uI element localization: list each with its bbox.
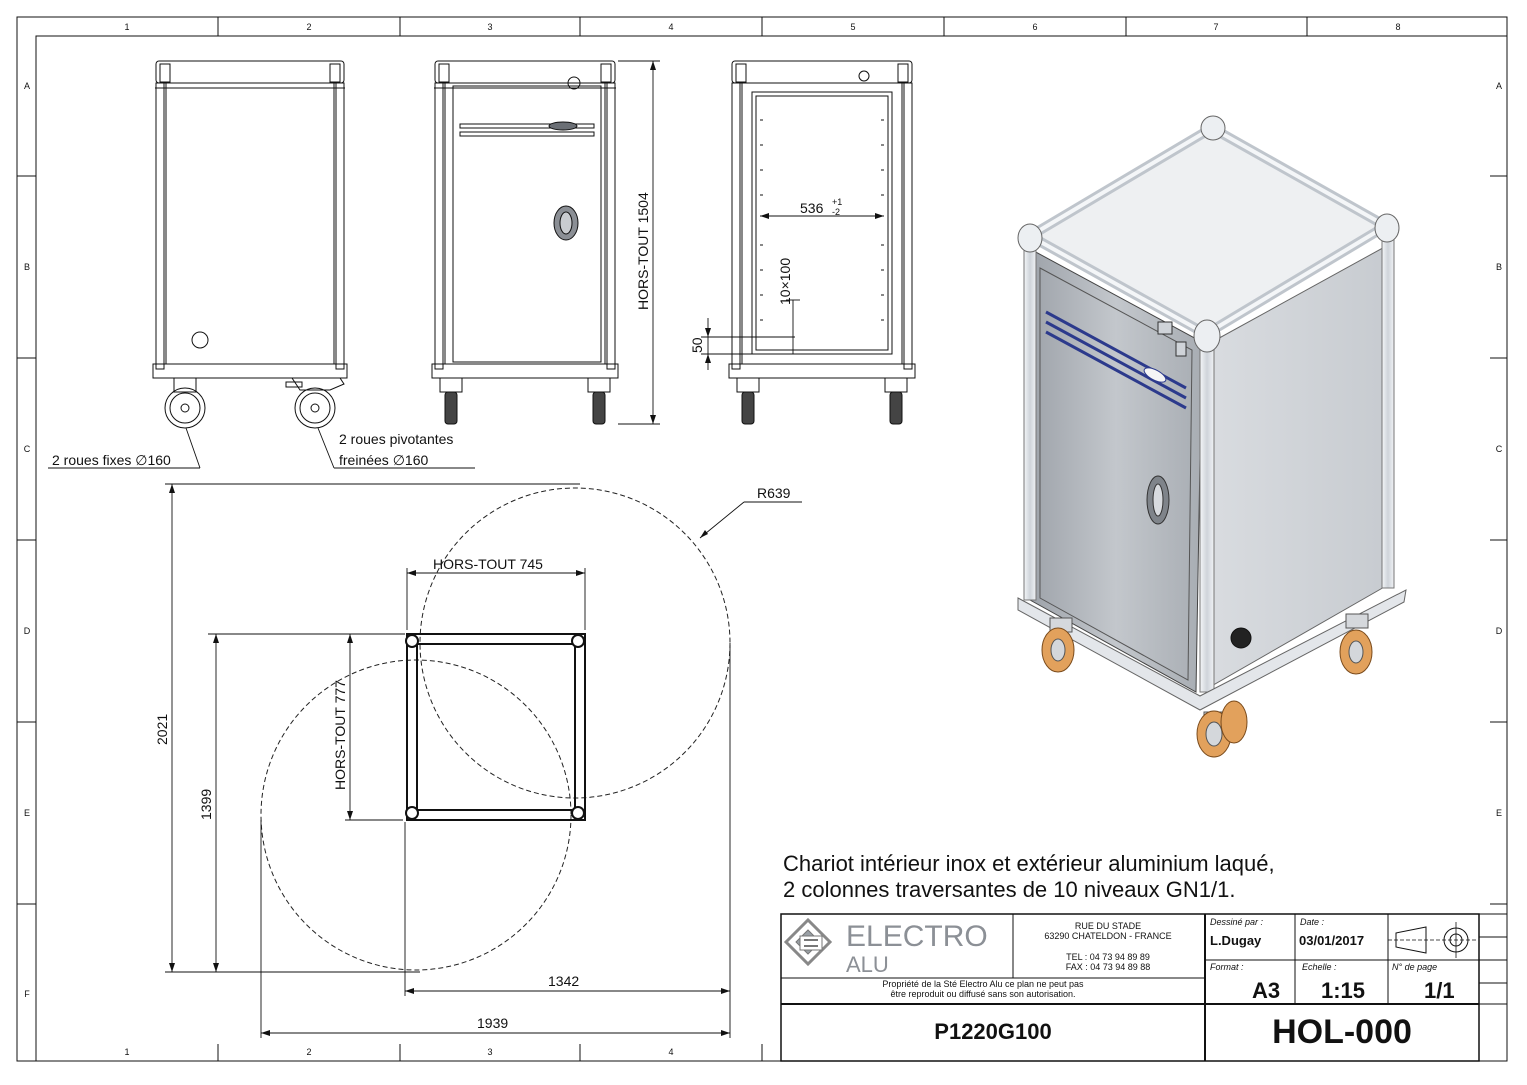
address-line-2: 63290 CHATELDON - FRANCE xyxy=(1044,931,1171,941)
title-block: ELECTRO ALU xyxy=(780,913,1507,1062)
logo-word-alu: ALU xyxy=(846,952,889,977)
fax: FAX : 04 73 94 89 88 xyxy=(1066,962,1151,972)
grid-col-7: 7 xyxy=(1213,22,1218,32)
projection-symbol-icon xyxy=(1388,922,1478,958)
page-value: 1/1 xyxy=(1424,978,1455,1003)
label-height-overall: HORS-TOUT 1504 xyxy=(635,192,651,310)
grid-row-d-right: D xyxy=(1496,626,1503,636)
label-depth-overall: HORS-TOUT 777 xyxy=(332,680,348,790)
grid-col-2: 2 xyxy=(306,22,311,32)
label-1399: 1399 xyxy=(198,789,214,820)
grid-col-1-bottom: 1 xyxy=(124,1047,129,1057)
grid-col-3: 3 xyxy=(487,22,492,32)
front-view xyxy=(431,60,619,425)
grid-row-a: A xyxy=(24,81,30,91)
plan-view xyxy=(165,483,802,1038)
drawing-number: HOL-000 xyxy=(1272,1013,1412,1051)
label-bottom-gap: 50 xyxy=(689,337,705,353)
drain-hole xyxy=(191,331,209,349)
grid-row-a-right: A xyxy=(1496,81,1502,91)
side-view xyxy=(48,60,475,469)
electro-alu-logo xyxy=(783,917,833,967)
grid-row-f: F xyxy=(24,989,30,999)
front-wheel-right xyxy=(592,391,606,425)
grid-row-d: D xyxy=(24,626,31,636)
grid-col-5: 5 xyxy=(850,22,855,32)
inner-border xyxy=(35,35,1508,1062)
label-levels: 10×100 xyxy=(777,258,793,305)
scale-label: Echelle : xyxy=(1302,962,1337,972)
grid-col-3-bottom: 3 xyxy=(487,1047,492,1057)
grid-col-4: 4 xyxy=(668,22,673,32)
grid-col-6: 6 xyxy=(1032,22,1037,32)
date-value: 03/01/2017 xyxy=(1299,933,1364,948)
drawn-by-label: Dessiné par : xyxy=(1210,917,1264,927)
grid-row-c-right: C xyxy=(1496,444,1503,454)
drawn-by-value: L.Dugay xyxy=(1210,933,1262,948)
isometric-render xyxy=(1017,115,1407,758)
description-line-1: Chariot intérieur inox et extérieur alum… xyxy=(783,851,1275,876)
label-inner-width-tol-plus: +1 xyxy=(832,197,842,207)
swivel-wheel xyxy=(294,387,336,429)
label-fixed-wheels: 2 roues fixes ∅160 xyxy=(52,452,171,468)
scale-value: 1:15 xyxy=(1321,978,1365,1003)
page-label: N° de page xyxy=(1392,962,1437,972)
door xyxy=(452,85,602,363)
grid-row-c: C xyxy=(24,444,31,454)
grid-col-2-bottom: 2 xyxy=(306,1047,311,1057)
format-label: Format : xyxy=(1210,962,1244,972)
label-swivel-wheels-2: freinées ∅160 xyxy=(339,452,428,468)
label-1342: 1342 xyxy=(548,973,579,989)
part-number: P1220G100 xyxy=(934,1019,1051,1044)
address-line-1: RUE DU STADE xyxy=(1075,921,1141,931)
label-radius: R639 xyxy=(757,485,791,501)
grid-frame: 1 2 3 4 5 6 7 8 1 2 3 4 A B C D E F A B … xyxy=(17,17,1507,1061)
property-notice-2: être reproduit ou diffusé sans son autor… xyxy=(891,989,1076,999)
label-swivel-wheels-1: 2 roues pivotantes xyxy=(339,431,453,447)
grid-row-b: B xyxy=(24,262,30,272)
description-line-2: 2 colonnes traversantes de 10 niveaux GN… xyxy=(783,877,1236,902)
label-2021: 2021 xyxy=(154,714,170,745)
label-inner-width-tol-minus: -2 xyxy=(832,207,840,217)
property-notice-1: Propriété de la Sté Electro Alu ce plan … xyxy=(882,979,1084,989)
label-inner-width: 536 xyxy=(800,200,824,216)
grid-col-1: 1 xyxy=(124,22,129,32)
interior-view xyxy=(701,60,916,425)
grid-row-e: E xyxy=(24,808,30,818)
fixed-wheel xyxy=(164,387,206,429)
door-latch xyxy=(567,76,581,90)
label-1939: 1939 xyxy=(477,1015,508,1031)
cart-footprint xyxy=(406,633,586,821)
grid-col-8: 8 xyxy=(1395,22,1400,32)
front-wheel-left xyxy=(444,391,458,425)
grid-row-b-right: B xyxy=(1496,262,1502,272)
dimension-height xyxy=(618,60,660,425)
date-label: Date : xyxy=(1300,917,1325,927)
tel: TEL : 04 73 94 89 89 xyxy=(1066,952,1150,962)
label-width-overall: HORS-TOUT 745 xyxy=(433,556,543,572)
logo-word-electro: ELECTRO xyxy=(846,920,988,953)
format-value: A3 xyxy=(1252,978,1280,1003)
grid-col-4-bottom: 4 xyxy=(668,1047,673,1057)
grid-row-e-right: E xyxy=(1496,808,1502,818)
